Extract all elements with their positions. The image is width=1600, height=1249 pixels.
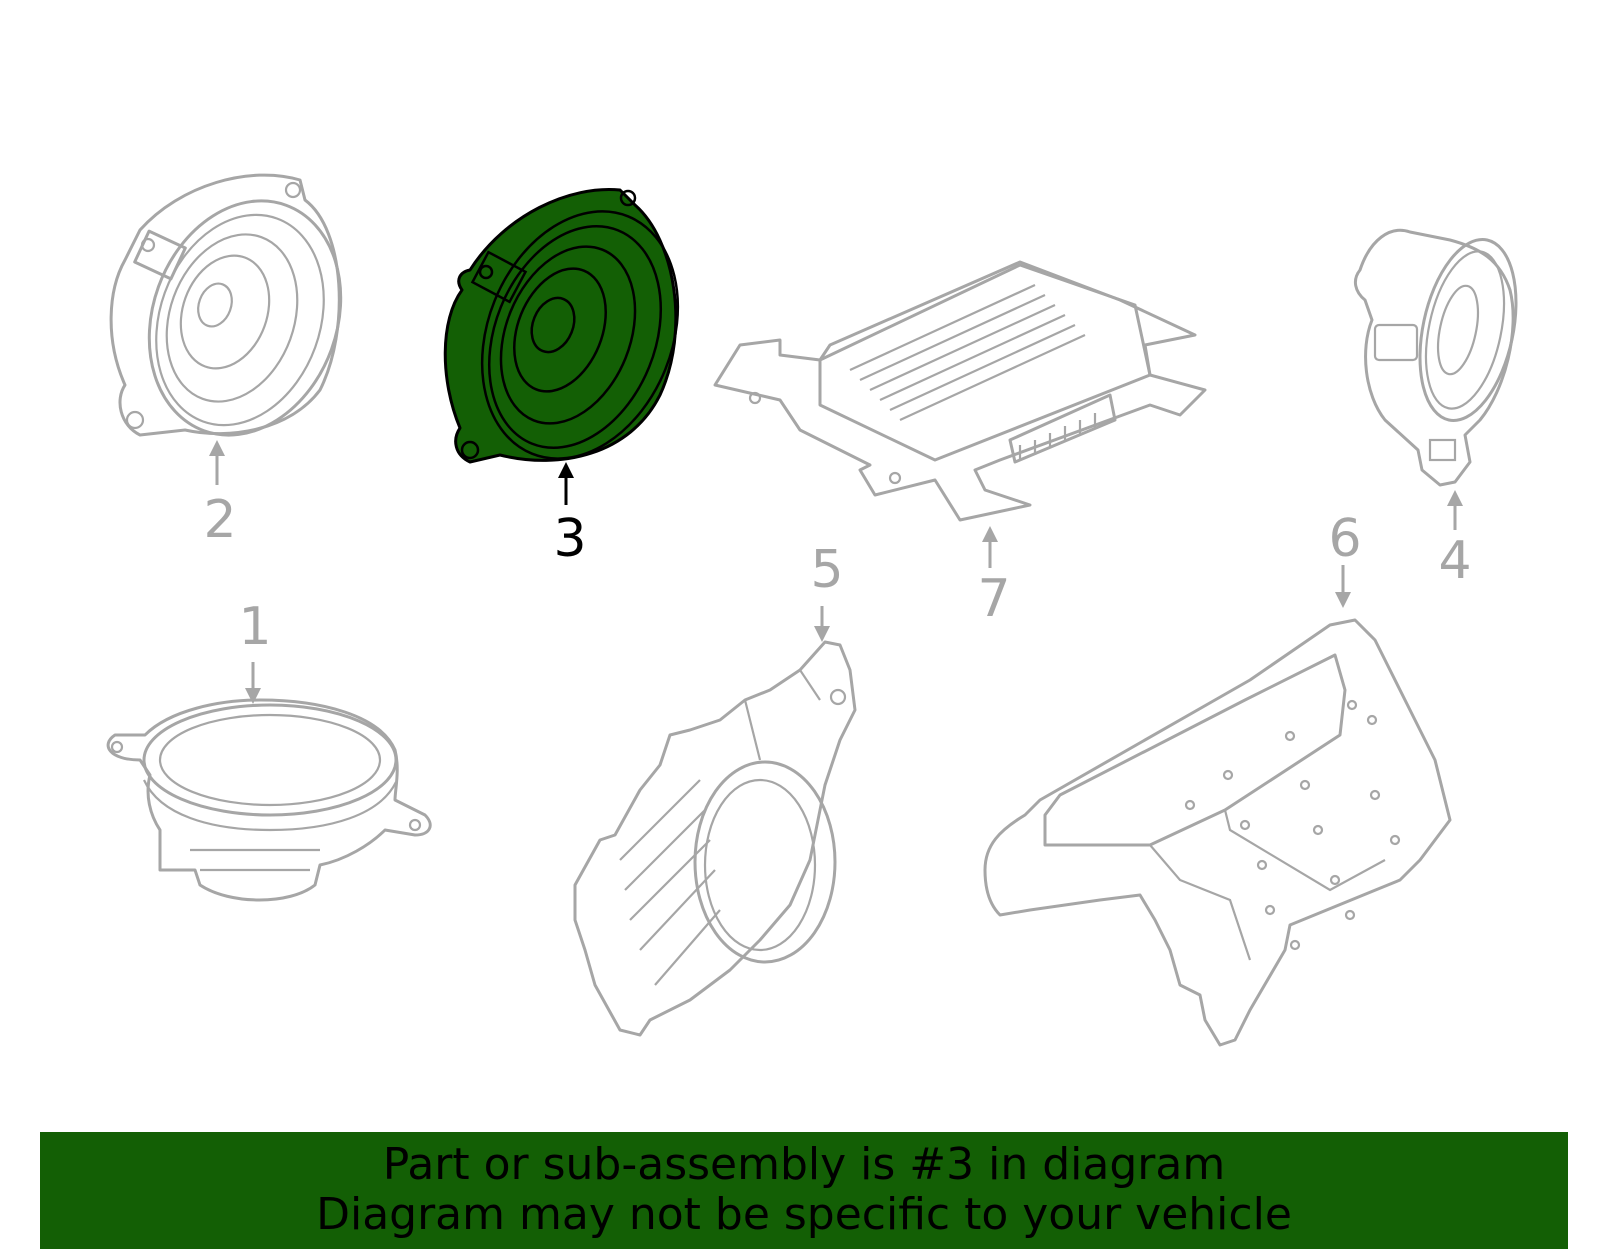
callout-7: 7	[977, 526, 1011, 629]
callout-3: 3	[553, 462, 587, 569]
part-2-speaker[interactable]	[109, 173, 372, 462]
callout-5-label: 5	[810, 540, 843, 600]
callout-5: 5	[810, 540, 844, 642]
callout-1-label: 1	[238, 597, 271, 657]
callout-6: 6	[1328, 509, 1362, 608]
part-1-speaker[interactable]	[106, 698, 432, 902]
callout-6-label: 6	[1328, 509, 1361, 569]
part-6-trim-panel[interactable]	[983, 618, 1452, 1047]
banner-line-part: Part or sub-assembly is #3 in diagram	[382, 1139, 1226, 1190]
callout-4-label: 4	[1438, 531, 1471, 591]
callout-2-label: 2	[203, 490, 236, 550]
info-banner: Part or sub-assembly is #3 in diagram Di…	[40, 1132, 1568, 1249]
part-3-speaker-highlighted[interactable]	[443, 182, 713, 488]
callout-7-label: 7	[977, 569, 1010, 629]
part-7-amplifier[interactable]	[713, 260, 1207, 522]
callout-1: 1	[238, 597, 272, 704]
callout-2: 2	[203, 440, 237, 550]
callout-4: 4	[1438, 490, 1472, 591]
part-4-tweeter[interactable]	[1353, 228, 1531, 487]
banner-line-disclaimer: Diagram may not be specific to your vehi…	[316, 1189, 1292, 1240]
callout-3-label: 3	[553, 509, 586, 569]
part-5-enclosure[interactable]	[573, 640, 857, 1037]
